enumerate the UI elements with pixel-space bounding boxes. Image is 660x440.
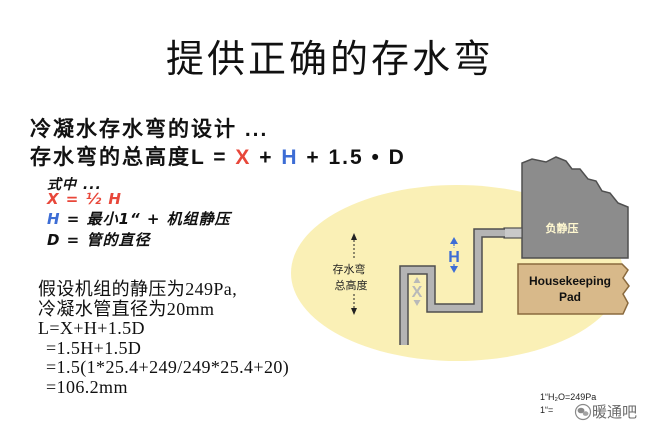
definition-d: D = 管的直径 [47,231,151,249]
total-height-arrow-down-icon [351,308,357,315]
definition-x: X = ½ H [47,190,122,208]
total-height-formula: 存水弯的总高度L = X + H + 1.5 • D [30,146,406,170]
equipment-unit [521,156,629,259]
calc-line: =1.5H+1.5D [46,337,142,358]
pipe-connector [503,227,523,239]
formula-lead: 存水弯的总高度L = [30,146,236,169]
x-arrow-up-icon [413,277,421,283]
h-arrow-up-icon [450,237,458,244]
note-water-column: 1“H₂O=249Pa [540,392,597,402]
housekeeping-pad [517,263,630,315]
calc-line: 冷凝水管直径为20mm [38,298,215,319]
h-arrow-down-icon [450,266,458,273]
definition-h-symbol: H [47,210,61,228]
calc-line: =1.5(1*25.4+249/249*25.4+20) [46,357,290,377]
calc-line: L=X+H+1.5D [38,318,145,338]
total-height-label-line2: 总高度 [335,278,368,292]
wechat-icon [574,403,592,421]
formula-tail: + 1.5 • D [298,146,406,169]
note-inch: 1“= [540,405,554,415]
total-height-label-line1: 存水弯 [333,262,366,276]
calculation-block: 假设机组的静压为249Pa, 冷凝水管直径为20mm L=X+H+1.5D =1… [38,279,290,397]
pad-label-line1: Housekeeping [529,274,611,288]
formula-plus: + [251,146,282,169]
definition-h-text: = 最小1“ + 机组静压 [60,210,231,228]
watermark-text: 暖通吧 [592,403,638,421]
formula-h-term: H [281,146,299,169]
total-height-marker [351,233,357,315]
calc-line: 假设机组的静压为249Pa, [38,279,238,299]
x-marker-label: X [412,284,423,301]
design-heading: 冷凝水存水弯的设计 ... [30,118,269,141]
definition-h: H = 最小1“ + 机组静压 [47,210,231,229]
pad-label-line2: Pad [559,290,581,304]
trap-pipe [400,229,505,345]
x-dimension-marker [413,277,421,306]
definitions-intro: 式中 ... [47,177,102,193]
total-height-arrow-up-icon [351,233,357,240]
x-arrow-down-icon [413,300,421,306]
equipment-pressure-label: 负静压 [546,221,579,235]
slide-title: 提供正确的存水弯 [165,37,494,81]
calc-line: =106.2mm [46,376,128,397]
h-marker-label: H [448,249,460,266]
formula-x-term: X [235,146,252,169]
h-dimension-marker [450,237,458,273]
